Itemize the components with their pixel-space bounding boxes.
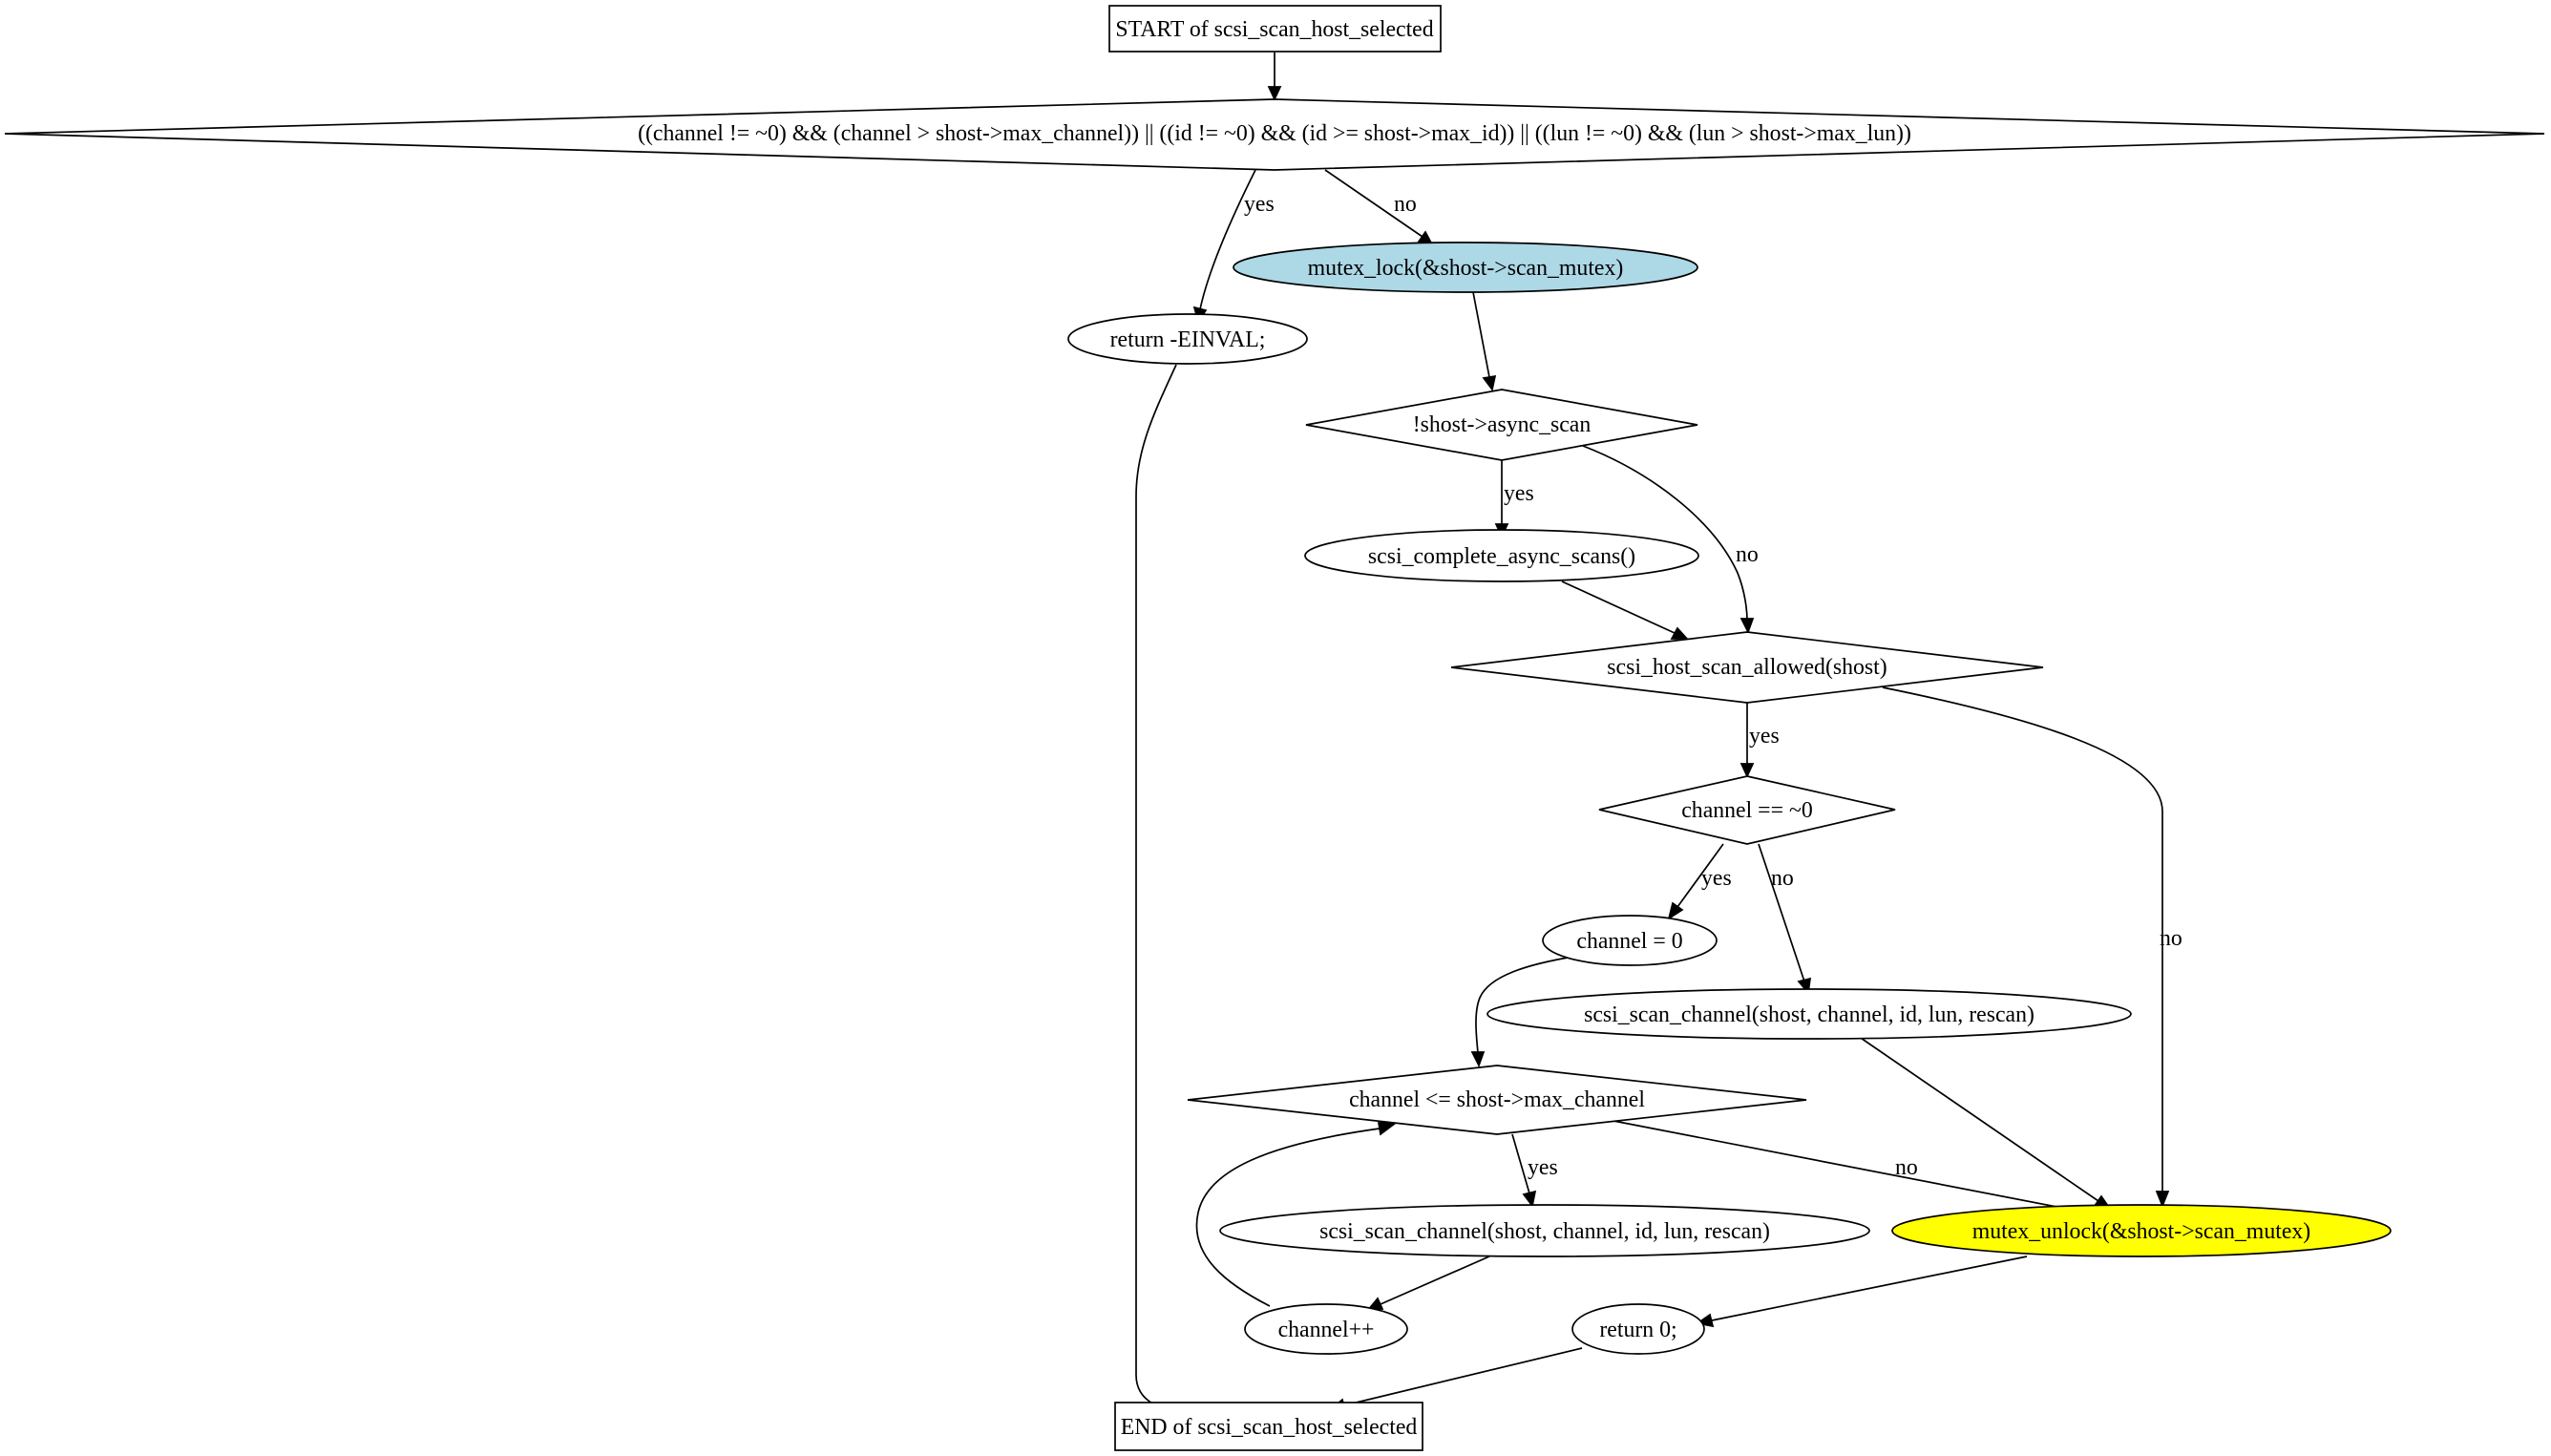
edge-label-all-yes: yes: [1701, 866, 1732, 891]
return-zero-node[interactable]: return 0;: [1571, 1303, 1705, 1355]
arrowhead: [1522, 1190, 1537, 1209]
scan-allowed-label: scsi_host_scan_allowed(shost): [1607, 655, 1887, 680]
edge-label-range-no: no: [1394, 192, 1417, 217]
channel-all-decision[interactable]: channel == ~0: [1598, 775, 1896, 845]
edge-all-no: [1758, 843, 1805, 982]
edge-async-no: [1582, 445, 1748, 622]
mutex-lock-node[interactable]: mutex_lock(&shost->scan_mutex): [1233, 242, 1698, 293]
edge-zero-to-loop: [1475, 956, 1574, 1054]
edge-label-loop-yes: yes: [1528, 1155, 1558, 1180]
return-einval-label: return -EINVAL;: [1110, 327, 1266, 352]
end-node[interactable]: END of scsi_scan_host_selected: [1114, 1402, 1423, 1451]
return-einval-node[interactable]: return -EINVAL;: [1067, 313, 1308, 365]
async-scan-decision[interactable]: !shost->async_scan: [1305, 389, 1698, 461]
channel-loop-decision[interactable]: channel <= shost->max_channel: [1187, 1065, 1807, 1135]
arrowhead: [1670, 626, 1689, 640]
end-node-label: END of scsi_scan_host_selected: [1121, 1415, 1418, 1440]
edge-lock-to-async: [1472, 291, 1490, 378]
edge-label-range-yes: yes: [1244, 192, 1275, 217]
mutex-unlock-label: mutex_unlock(&shost->scan_mutex): [1972, 1219, 2310, 1244]
channel-loop-label: channel <= shost->max_channel: [1349, 1087, 1645, 1112]
return-zero-label: return 0;: [1599, 1318, 1676, 1342]
start-node[interactable]: START of scsi_scan_host_selected: [1108, 5, 1442, 53]
edge-label-loop-no: no: [1895, 1155, 1918, 1180]
edge-scan-to-inc: [1380, 1256, 1490, 1305]
scan-channel-loop-label: scsi_scan_channel(shost, channel, id, lu…: [1319, 1219, 1770, 1244]
edge-label-async-yes: yes: [1504, 481, 1534, 506]
mutex-unlock-node[interactable]: mutex_unlock(&shost->scan_mutex): [1891, 1204, 2392, 1257]
complete-async-label: scsi_complete_async_scans(): [1368, 544, 1635, 569]
edge-range-yes: [1199, 169, 1256, 310]
edge-complete-to-allowed: [1561, 580, 1676, 634]
scan-channel-loop-node[interactable]: scsi_scan_channel(shost, channel, id, lu…: [1219, 1204, 1870, 1257]
channel-zero-node[interactable]: channel = 0: [1542, 915, 1718, 966]
scan-channel-single-label: scsi_scan_channel(shost, channel, id, lu…: [1584, 1002, 2034, 1027]
mutex-unlock-shape: [1891, 1204, 2392, 1257]
scan-allowed-decision[interactable]: scsi_host_scan_allowed(shost): [1450, 631, 2044, 704]
edge-label-allowed-no: no: [2160, 926, 2182, 951]
complete-async-node[interactable]: scsi_complete_async_scans(): [1304, 529, 1699, 582]
edge-label-async-no: no: [1736, 542, 1759, 567]
channel-all-label: channel == ~0: [1681, 798, 1813, 823]
channel-increment-label: channel++: [1278, 1318, 1375, 1342]
edge-all-yes: [1676, 843, 1724, 908]
mutex-lock-shape: [1233, 242, 1698, 293]
arrowhead: [1739, 618, 1755, 635]
range-check-decision[interactable]: ((channel != ~0) && (channel > shost->ma…: [4, 98, 2545, 171]
edge-loop-yes: [1511, 1133, 1530, 1194]
arrowhead: [1739, 763, 1755, 779]
edge-unlock-to-return: [1711, 1256, 2028, 1321]
edge-label-all-no: no: [1771, 866, 1794, 891]
arrowhead: [1377, 1122, 1399, 1136]
edge-allowed-no: [1882, 686, 2163, 1193]
edge-label-allowed-yes: yes: [1749, 724, 1780, 749]
channel-increment-node[interactable]: channel++: [1244, 1303, 1408, 1355]
channel-zero-label: channel = 0: [1576, 929, 1682, 954]
edge-range-no: [1324, 169, 1423, 238]
edge-einval-to-end: [1135, 364, 1187, 1412]
start-node-label: START of scsi_scan_host_selected: [1115, 17, 1433, 42]
edge-inc-to-loop: [1195, 1128, 1381, 1307]
arrowhead: [1667, 901, 1684, 920]
edge-single-to-unlock: [1854, 1033, 2099, 1202]
nodes: START of scsi_scan_host_selected ((chann…: [4, 5, 2545, 1451]
arrowhead: [1470, 1051, 1486, 1068]
arrowhead: [2155, 1191, 2170, 1209]
async-scan-label: !shost->async_scan: [1413, 412, 1592, 437]
range-check-label: ((channel != ~0) && (channel > shost->ma…: [638, 121, 1911, 146]
arrowhead: [1482, 374, 1497, 392]
scan-channel-single-node[interactable]: scsi_scan_channel(shost, channel, id, lu…: [1486, 988, 2132, 1040]
edge-return-to-end: [1343, 1347, 1583, 1406]
edge-loop-no: [1613, 1120, 2087, 1213]
mutex-lock-label: mutex_lock(&shost->scan_mutex): [1308, 256, 1624, 281]
arrowhead: [1267, 86, 1282, 102]
